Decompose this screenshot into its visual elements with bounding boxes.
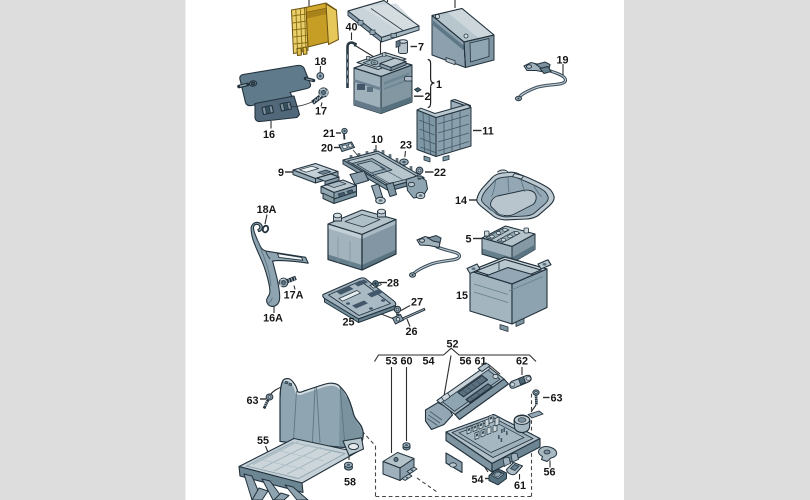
svg-text:54: 54 (422, 356, 434, 368)
svg-text:20: 20 (321, 143, 333, 155)
svg-text:9: 9 (278, 167, 284, 179)
svg-text:56: 56 (543, 467, 555, 479)
svg-text:55: 55 (257, 435, 269, 447)
svg-text:61: 61 (474, 356, 486, 368)
svg-text:16: 16 (263, 129, 275, 141)
svg-text:26: 26 (405, 326, 417, 338)
svg-text:10: 10 (371, 134, 383, 146)
svg-text:17: 17 (315, 106, 327, 118)
svg-text:40: 40 (345, 22, 357, 34)
svg-text:19: 19 (556, 55, 568, 67)
svg-text:27: 27 (411, 297, 423, 309)
svg-text:1: 1 (436, 79, 442, 91)
svg-text:61: 61 (514, 480, 526, 492)
svg-text:16A: 16A (263, 313, 283, 325)
svg-text:17A: 17A (284, 290, 304, 302)
svg-text:2: 2 (424, 91, 430, 103)
svg-text:54: 54 (471, 474, 483, 486)
svg-text:28: 28 (387, 278, 399, 290)
svg-text:25: 25 (342, 317, 354, 329)
svg-text:18: 18 (314, 56, 326, 68)
svg-text:63: 63 (246, 395, 258, 407)
svg-text:53: 53 (385, 356, 397, 368)
svg-text:14: 14 (455, 195, 467, 207)
svg-text:18A: 18A (257, 204, 277, 216)
svg-text:23: 23 (400, 140, 412, 152)
svg-text:21: 21 (323, 128, 335, 140)
svg-text:63: 63 (550, 393, 562, 405)
svg-text:22: 22 (434, 167, 446, 179)
svg-text:15: 15 (456, 290, 468, 302)
svg-text:58: 58 (344, 477, 356, 489)
svg-text:11: 11 (482, 126, 493, 138)
svg-text:62: 62 (516, 356, 528, 368)
svg-text:5: 5 (465, 234, 471, 246)
svg-text:56: 56 (459, 356, 471, 368)
svg-text:7: 7 (418, 42, 424, 54)
svg-text:52: 52 (446, 339, 458, 351)
svg-text:60: 60 (400, 356, 412, 368)
